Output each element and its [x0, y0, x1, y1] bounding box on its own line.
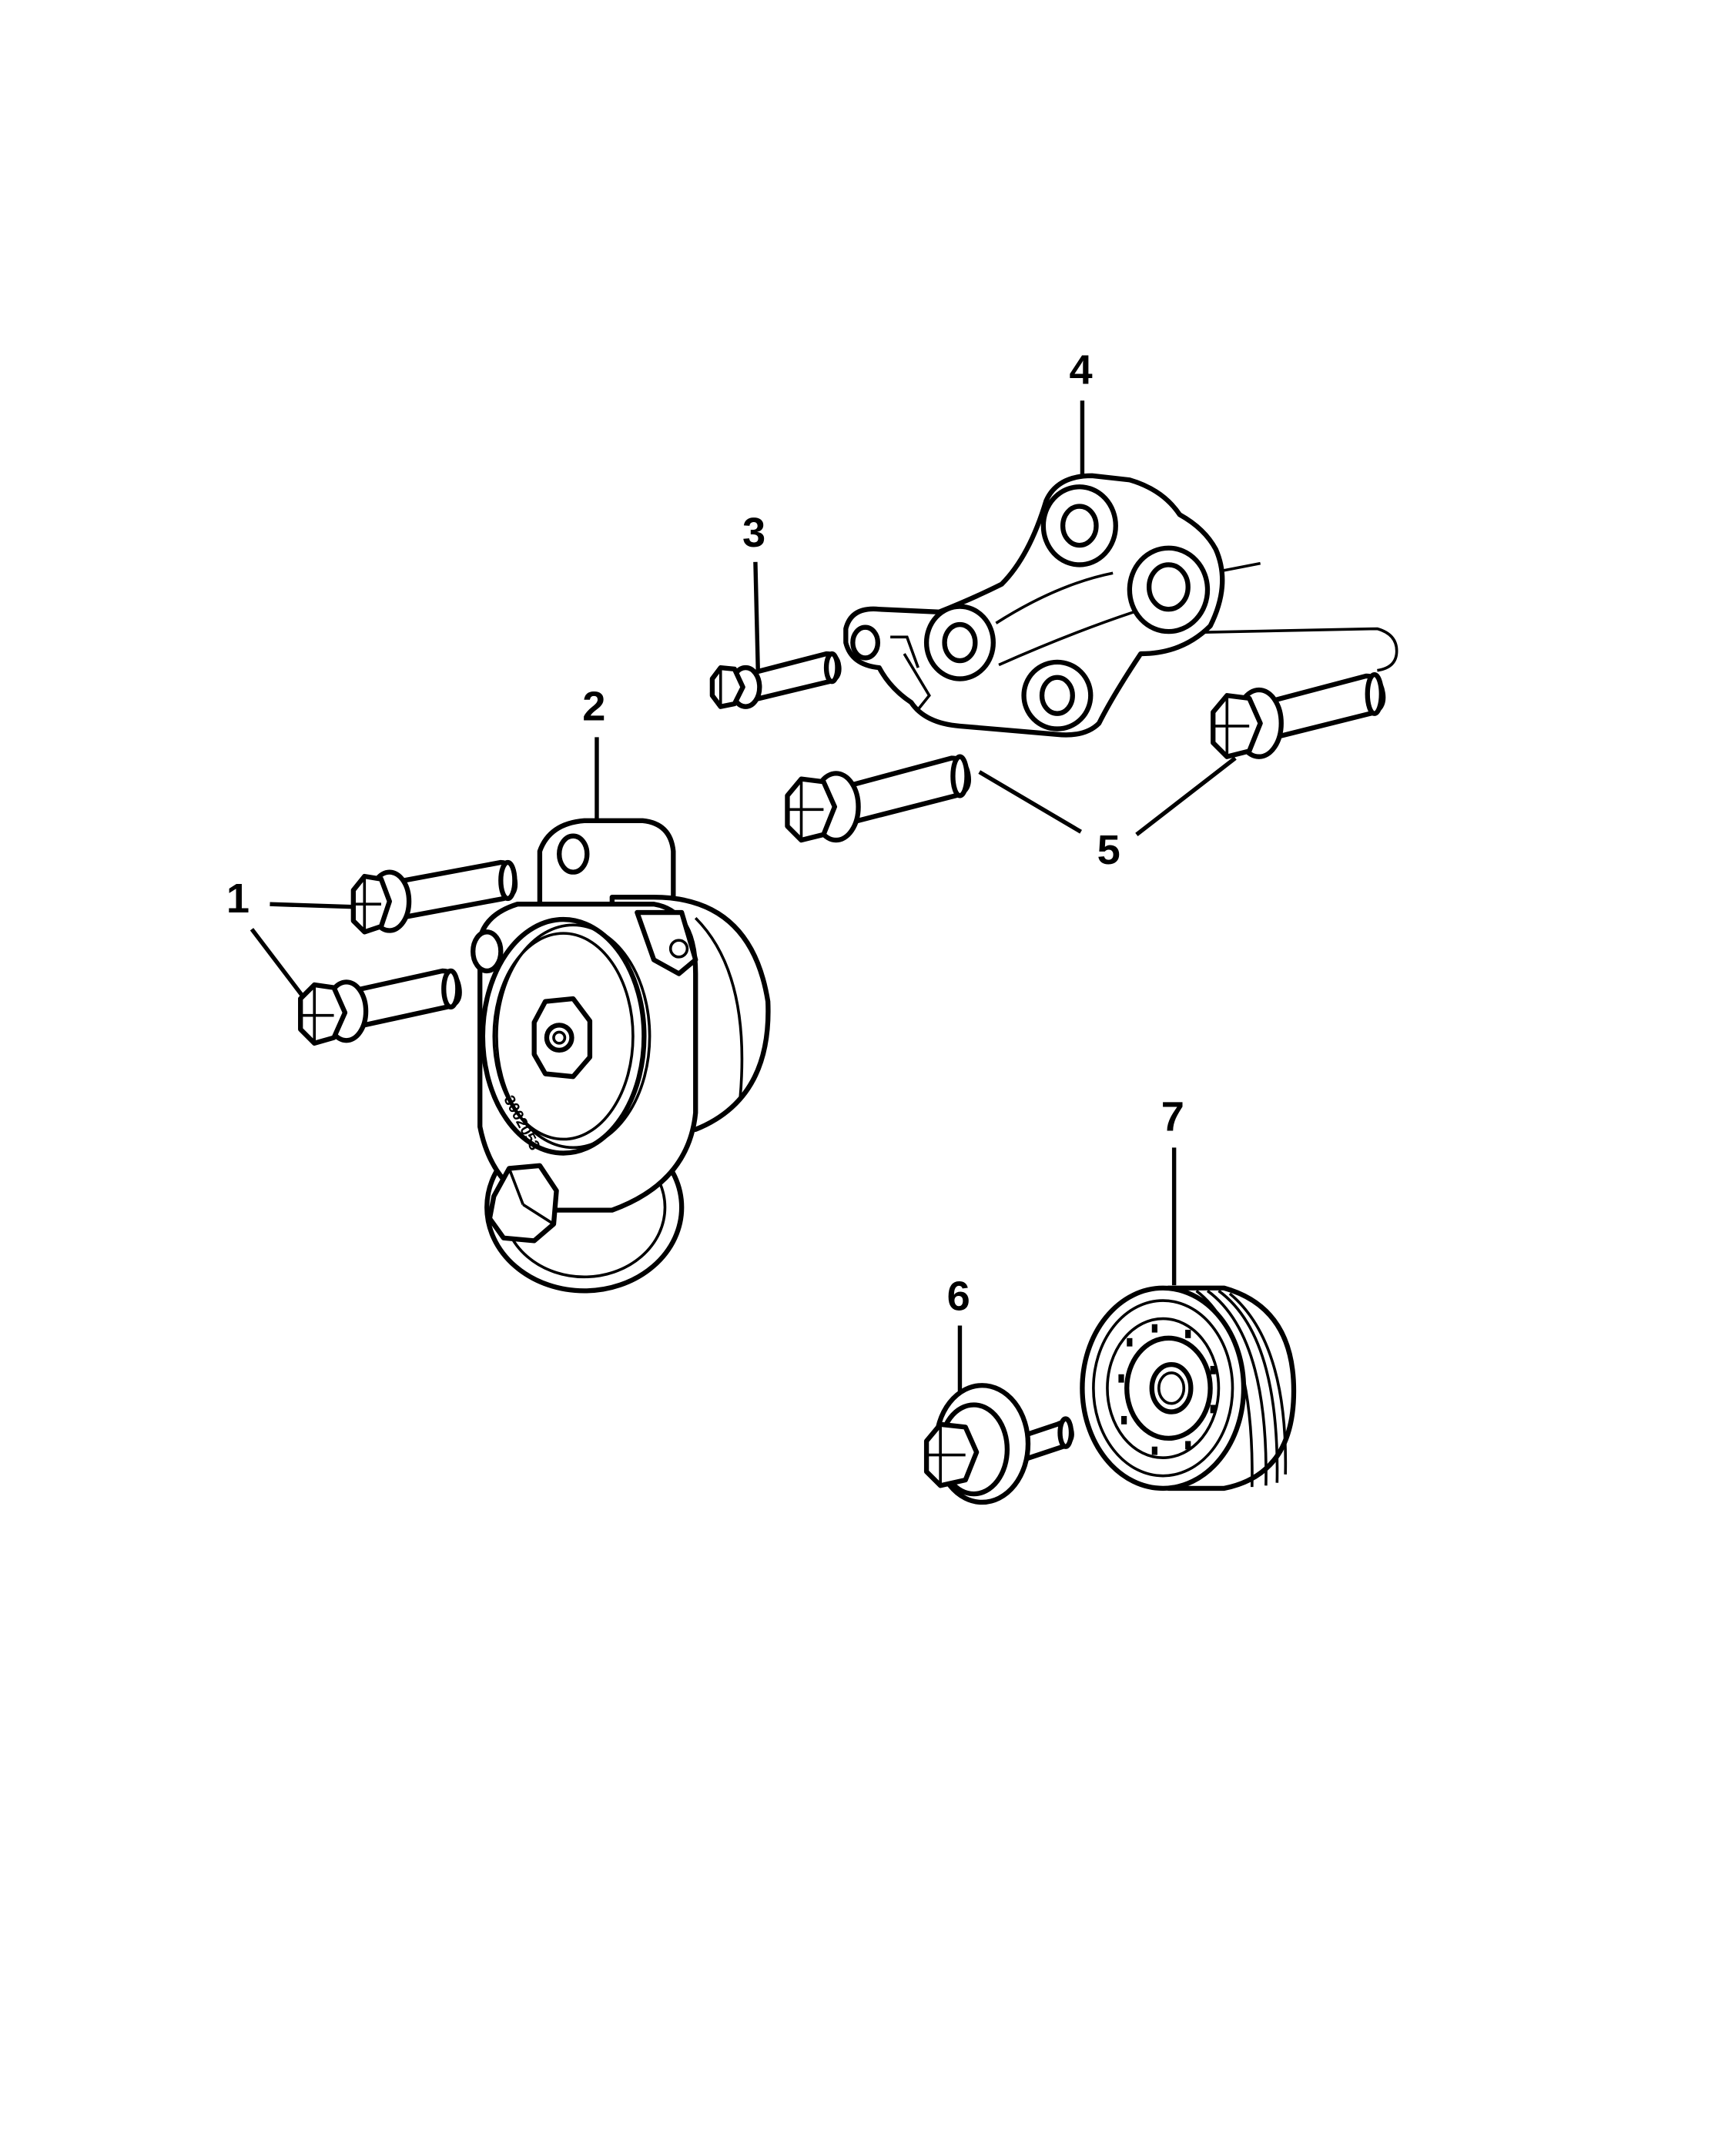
callout-4: 4: [1070, 347, 1093, 393]
bolt-part-1-lower: [298, 968, 462, 1046]
bracket-part-4: [843, 473, 1398, 738]
callout-7: 7: [1161, 1094, 1184, 1140]
callout-6: 6: [947, 1274, 970, 1320]
idler-pulley-part-7: [1080, 1285, 1297, 1491]
callout-2: 2: [582, 684, 605, 730]
callout-5: 5: [1097, 827, 1120, 873]
belt-tensioner-part-2: 3002053: [471, 818, 771, 1294]
bolt-part-1-upper: [350, 859, 518, 935]
bolt-part-5-left: [785, 754, 971, 843]
callout-1: 1: [226, 875, 250, 922]
bolt-part-5-right: [1211, 671, 1386, 759]
callout-3: 3: [742, 510, 765, 556]
bolt-part-6: [923, 1383, 1074, 1505]
leader-lines: [250, 400, 1237, 1408]
bolt-part-3: [709, 651, 842, 709]
